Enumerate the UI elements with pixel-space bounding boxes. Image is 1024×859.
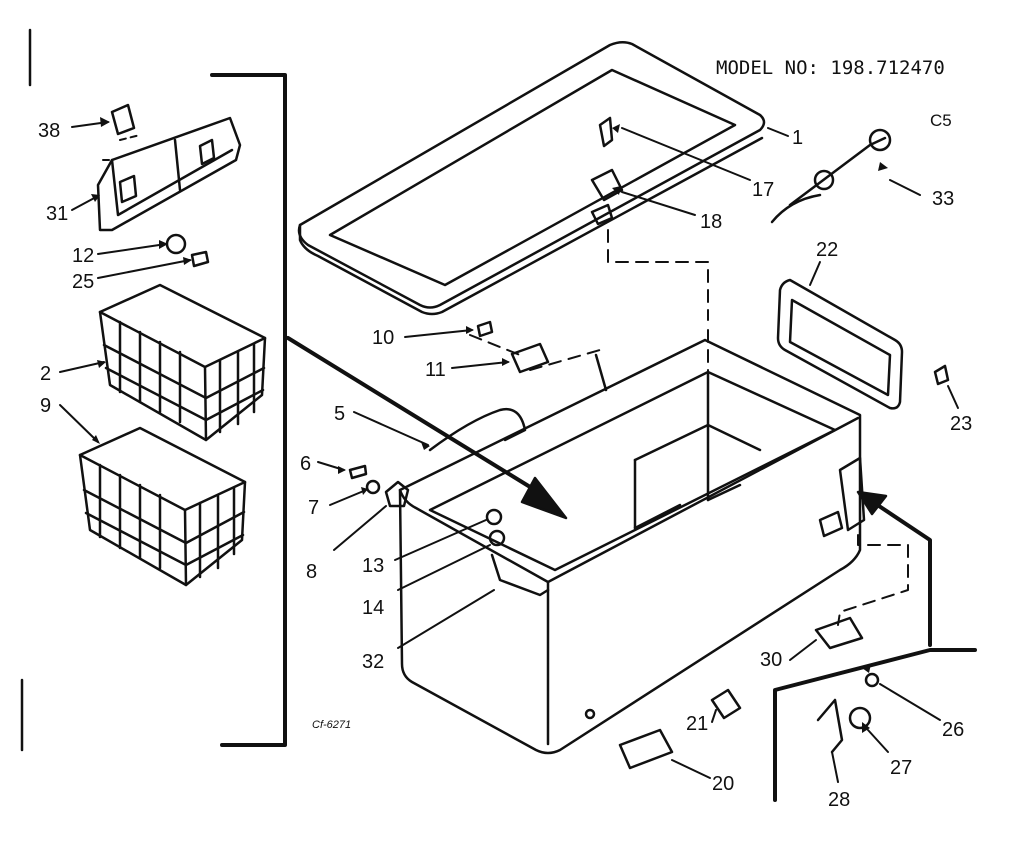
sheet-code: C5 bbox=[930, 111, 952, 130]
callout-26: 26 bbox=[942, 719, 964, 741]
side-vent bbox=[818, 510, 844, 538]
part-21-spacer bbox=[710, 688, 742, 720]
callout-27: 27 bbox=[890, 757, 912, 779]
panel-22 bbox=[776, 278, 904, 410]
callout-17: 17 bbox=[752, 179, 774, 201]
part-23-screw bbox=[933, 364, 950, 386]
part-28-hinge bbox=[816, 698, 844, 754]
hinge-arrow bbox=[868, 498, 932, 647]
lid bbox=[297, 41, 766, 316]
part-11-hinge bbox=[510, 342, 550, 374]
callout-13: 13 bbox=[362, 555, 384, 577]
callout-6: 6 bbox=[300, 453, 311, 475]
callout-31: 31 bbox=[46, 203, 68, 225]
part-38-clip bbox=[110, 103, 136, 136]
callout-14: 14 bbox=[362, 597, 384, 619]
part-32-drain-tube bbox=[490, 553, 550, 597]
callout-33: 33 bbox=[932, 188, 954, 210]
part-30-leveler bbox=[814, 616, 864, 650]
basket-arrow bbox=[286, 336, 550, 500]
alignment-lines bbox=[469, 229, 909, 626]
part-10-screw bbox=[476, 320, 494, 338]
freezer-cabinet bbox=[398, 338, 862, 755]
part-31-bracket bbox=[96, 116, 242, 232]
callout-10: 10 bbox=[372, 327, 394, 349]
callout-18: 18 bbox=[700, 211, 722, 233]
callout-20: 20 bbox=[712, 773, 734, 795]
part-12-bumper bbox=[165, 233, 187, 255]
part-14-washer bbox=[488, 529, 506, 547]
callout-12: 12 bbox=[72, 245, 94, 267]
part-7-washer bbox=[365, 479, 381, 495]
cabinet-hole bbox=[584, 708, 596, 720]
callout-22: 22 bbox=[816, 239, 838, 261]
part-5-wire bbox=[428, 407, 527, 452]
basket-upper bbox=[98, 283, 267, 442]
callout-21: 21 bbox=[686, 713, 708, 735]
callout-28: 28 bbox=[828, 789, 850, 811]
callout-23: 23 bbox=[950, 413, 972, 435]
callout-38: 38 bbox=[38, 120, 60, 142]
part-17-screw bbox=[598, 116, 614, 148]
part-13-cap bbox=[485, 508, 503, 526]
part-33-clip bbox=[813, 169, 835, 191]
callout-30: 30 bbox=[760, 649, 782, 671]
basket-arrowhead bbox=[520, 476, 568, 520]
lid-catch-slot bbox=[590, 203, 614, 226]
callout-2: 2 bbox=[40, 363, 51, 385]
leader-lines bbox=[59, 121, 959, 783]
part-33-cord bbox=[788, 136, 887, 207]
hinge-pin bbox=[594, 353, 608, 392]
callout-1: 1 bbox=[792, 127, 803, 149]
callout-25: 25 bbox=[72, 271, 94, 293]
part-8-knob bbox=[384, 480, 410, 508]
basket-lower bbox=[78, 426, 247, 587]
callout-5: 5 bbox=[334, 403, 345, 425]
part-26-screw bbox=[864, 672, 880, 688]
inset-frame bbox=[773, 648, 977, 802]
leader-arrowheads bbox=[91, 117, 888, 733]
drawing-code: Cf-6271 bbox=[312, 719, 351, 731]
part-27-bushing bbox=[848, 706, 872, 730]
hinge-arrowhead bbox=[856, 490, 888, 516]
model-number-label: MODEL NO: 198.712470 bbox=[716, 57, 945, 79]
side-hinge bbox=[838, 456, 866, 532]
callout-11: 11 bbox=[425, 359, 446, 381]
part-33-plug bbox=[868, 128, 892, 152]
part-33-wire bbox=[770, 193, 822, 224]
part-6-screw bbox=[348, 464, 368, 480]
part-25-plug bbox=[190, 250, 210, 268]
callout-9: 9 bbox=[40, 395, 51, 417]
basket-group-bracket bbox=[210, 73, 287, 747]
callout-7: 7 bbox=[308, 497, 319, 519]
callout-8: 8 bbox=[306, 561, 317, 583]
callout-32: 32 bbox=[362, 651, 384, 673]
part-20-handle bbox=[618, 728, 674, 770]
part-18-lid-catch bbox=[590, 168, 624, 202]
